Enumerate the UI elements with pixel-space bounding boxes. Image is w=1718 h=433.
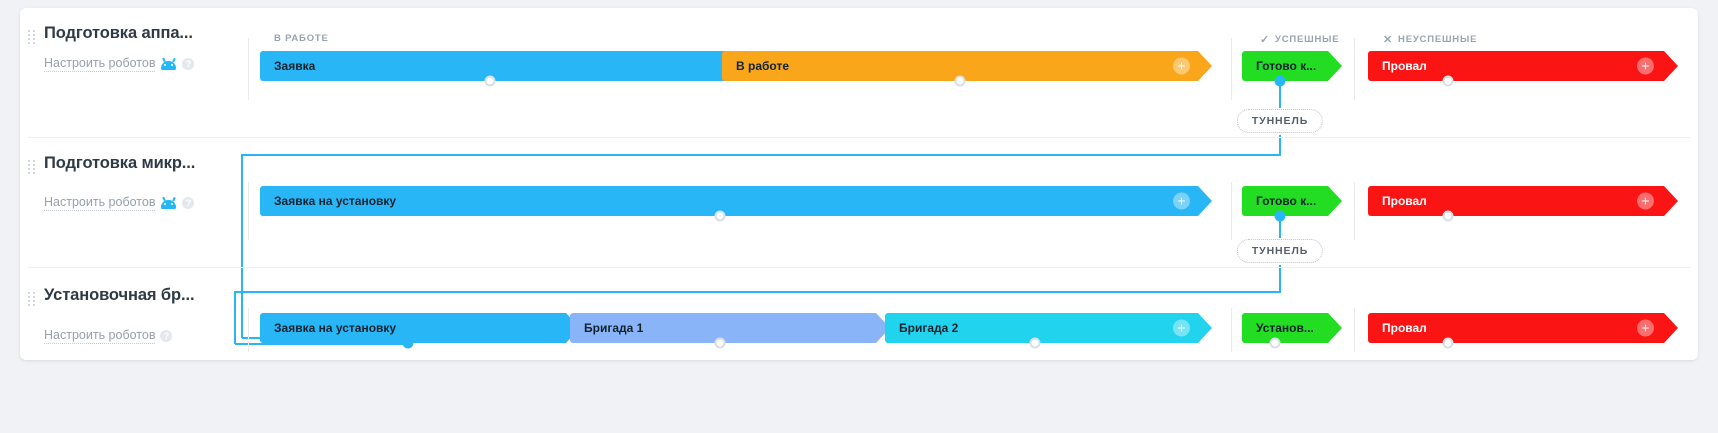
column-divider (1354, 38, 1355, 100)
column-divider (248, 38, 249, 100)
row-separator (28, 267, 1690, 268)
tunnel-pill[interactable]: ТУННЕЛЬ (1236, 109, 1324, 133)
tunnel-label: ТУННЕЛЬ (1251, 115, 1309, 127)
stage-chip[interactable]: Заявка на установку (260, 313, 580, 343)
close-icon: ✕ (1383, 34, 1394, 46)
success-stage-chip[interactable]: Установ... (1242, 313, 1342, 343)
stage-node[interactable] (402, 337, 414, 349)
help-icon[interactable]: ? (160, 330, 173, 342)
stage-label: Провал (1382, 194, 1427, 208)
column-header-label: НЕУСПЕШНЫЕ (1398, 34, 1478, 45)
column-header-label: В РАБОТЕ (274, 33, 329, 44)
stage-node[interactable] (714, 210, 726, 222)
add-stage-button[interactable]: + (1173, 58, 1190, 75)
configure-robots-label[interactable]: Настроить роботов (44, 56, 156, 72)
android-robot-icon (160, 196, 177, 209)
pipeline-row: Установочная бр... Настроить роботов ? З… (20, 268, 1698, 360)
stage-node[interactable] (1442, 337, 1454, 349)
add-stage-button[interactable]: + (1637, 320, 1654, 337)
column-divider (248, 308, 249, 352)
stage-node[interactable] (484, 75, 496, 87)
column-divider (248, 182, 249, 240)
drag-handle-icon[interactable] (28, 160, 37, 174)
stage-label: Заявка на установку (274, 321, 397, 335)
failure-stage-chip[interactable]: Провал + (1368, 51, 1678, 81)
drag-handle-icon[interactable] (28, 30, 37, 44)
configure-robots[interactable]: Настроить роботов ? (44, 328, 173, 344)
stage-node[interactable] (1269, 337, 1281, 349)
stage-label: Готово к... (1256, 194, 1317, 208)
stage-label: Бригада 1 (584, 321, 644, 335)
pipeline-board: Подготовка аппа... Настроить роботов ? В… (20, 8, 1698, 360)
stage-node[interactable] (1274, 75, 1286, 87)
column-divider (1231, 182, 1232, 240)
configure-robots[interactable]: Настроить роботов ? (44, 195, 195, 211)
stage-chip[interactable]: Заявка на установку + (260, 186, 1212, 216)
add-stage-button[interactable]: + (1173, 193, 1190, 210)
pipeline-row: Подготовка микр... Настроить роботов ? З… (20, 138, 1698, 268)
row-left-panel: Установочная бр... Настроить роботов ? (20, 268, 248, 360)
stage-label: Готово к... (1256, 59, 1317, 73)
stage-chip[interactable]: Заявка (260, 51, 740, 81)
stage-label: В работе (736, 59, 789, 73)
configure-robots[interactable]: Настроить роботов ? (44, 56, 195, 72)
page-title: Установочная бр... (44, 286, 195, 304)
stage-node[interactable] (1274, 210, 1286, 222)
stage-label: Заявка (274, 59, 316, 73)
stage-label: Провал (1382, 59, 1427, 73)
column-header-unsuccessful: ✕ НЕУСПЕШНЫЕ (1383, 33, 1477, 46)
stage-node[interactable] (1442, 75, 1454, 87)
tunnel-pill[interactable]: ТУННЕЛЬ (1236, 239, 1324, 263)
stage-node[interactable] (714, 337, 726, 349)
help-icon[interactable]: ? (182, 58, 195, 70)
help-icon[interactable]: ? (182, 197, 195, 209)
stage-node[interactable] (1029, 337, 1041, 349)
row-left-panel: Подготовка микр... Настроить роботов ? (20, 138, 248, 268)
drag-handle-icon[interactable] (28, 292, 37, 306)
success-stage-chip[interactable]: Готово к... (1242, 186, 1342, 216)
success-stage-chip[interactable]: Готово к... (1242, 51, 1342, 81)
stage-node[interactable] (1442, 210, 1454, 222)
stage-label: Заявка на установку (274, 194, 397, 208)
column-header-in-progress: В РАБОТЕ (274, 33, 329, 44)
failure-stage-chip[interactable]: Провал + (1368, 186, 1678, 216)
stage-label: Провал (1382, 321, 1427, 335)
tunnel-label: ТУННЕЛЬ (1251, 245, 1309, 257)
column-divider (1231, 308, 1232, 352)
stage-label: Установ... (1256, 321, 1314, 335)
row-separator (28, 137, 1690, 138)
pipeline-row: Подготовка аппа... Настроить роботов ? В… (20, 8, 1698, 138)
add-stage-button[interactable]: + (1173, 320, 1190, 337)
column-header-successful: ✓ УСПЕШНЫЕ (1260, 33, 1339, 46)
configure-robots-label[interactable]: Настроить роботов (44, 195, 156, 211)
check-icon: ✓ (1260, 34, 1271, 46)
page-title: Подготовка микр... (44, 154, 196, 172)
stage-chip[interactable]: Бригада 2 + (885, 313, 1212, 343)
stage-label: Бригада 2 (899, 321, 959, 335)
page-title: Подготовка аппа... (44, 24, 193, 42)
add-stage-button[interactable]: + (1637, 58, 1654, 75)
android-robot-icon (160, 57, 177, 70)
stage-chip[interactable]: В работе + (722, 51, 1212, 81)
configure-robots-label[interactable]: Настроить роботов (44, 328, 156, 344)
column-divider (1231, 38, 1232, 100)
failure-stage-chip[interactable]: Провал + (1368, 313, 1678, 343)
column-header-label: УСПЕШНЫЕ (1275, 34, 1340, 45)
add-stage-button[interactable]: + (1637, 193, 1654, 210)
stage-chip[interactable]: Бригада 1 (570, 313, 890, 343)
stage-node[interactable] (954, 75, 966, 87)
column-divider (1354, 308, 1355, 352)
column-divider (1354, 182, 1355, 240)
row-left-panel: Подготовка аппа... Настроить роботов ? (20, 8, 248, 138)
